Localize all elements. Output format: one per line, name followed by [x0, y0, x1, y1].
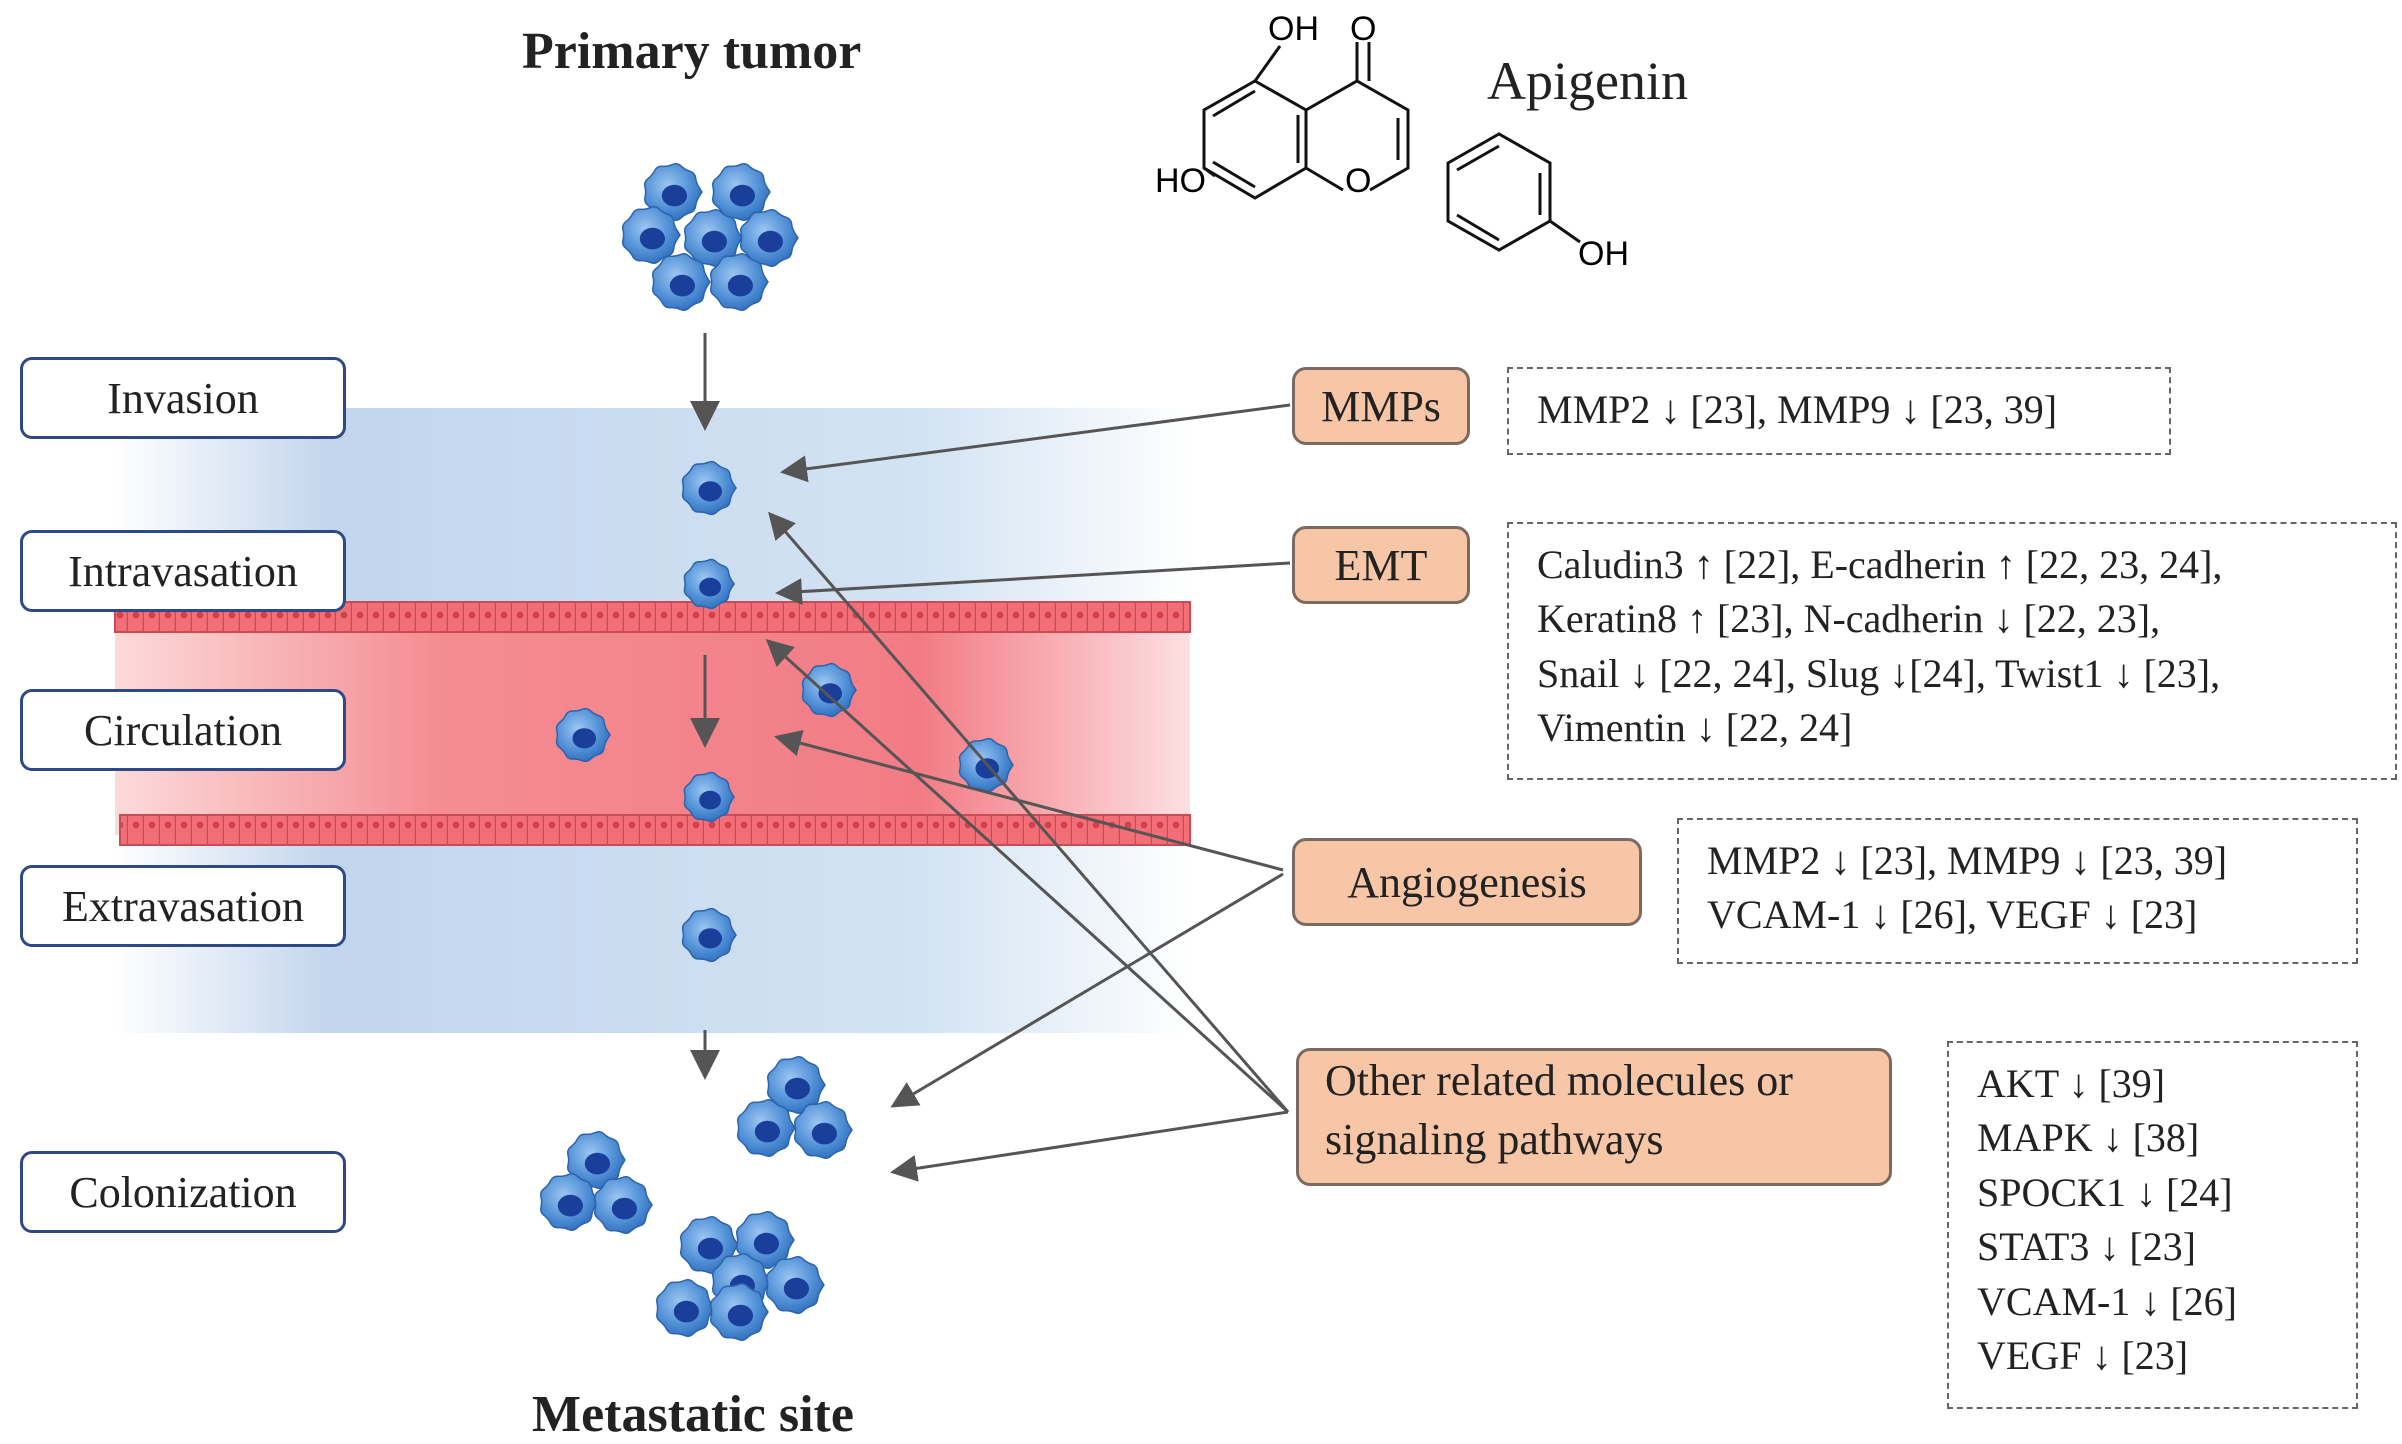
- emt-arrow: [775, 561, 1291, 606]
- tumor-cell: [709, 1283, 769, 1341]
- tumor-cell: [765, 1256, 825, 1314]
- chem-o-top: O: [1350, 10, 1376, 48]
- detail-line: STAT3 ↓ [23]: [1977, 1224, 2197, 1270]
- tumor-cell: [681, 460, 737, 516]
- stage-intravasation: Intravasation: [20, 530, 346, 612]
- detail-line: Keratin8 ↑ [23], N-cadherin ↓ [22, 23],: [1537, 596, 2161, 642]
- tumor-cell: [539, 1173, 599, 1231]
- stage-colonization: Colonization: [20, 1151, 346, 1233]
- chem-oh-right: OH: [1578, 235, 1629, 273]
- detail-line: VEGF ↓ [23]: [1977, 1332, 2189, 1378]
- angiogenesis-details: MMP2 ↓ [23], MMP9 ↓ [23, 39] VCAM-1 ↓ [2…: [1677, 818, 2358, 964]
- tumor-cell: [683, 771, 735, 823]
- other-arrow: [765, 638, 1290, 1114]
- other-details: AKT ↓ [39] MAPK ↓ [38] SPOCK1 ↓ [24] STA…: [1947, 1041, 2358, 1409]
- tumor-cell: [643, 163, 703, 221]
- apigenin-label: Apigenin: [1487, 51, 1688, 111]
- category-angiogenesis: Angiogenesis: [1292, 838, 1642, 926]
- primary-tumor-title: Primary tumor: [522, 23, 862, 80]
- tumor-cell: [681, 907, 737, 963]
- tumor-cell: [566, 1131, 626, 1189]
- tumor-cell: [735, 1211, 795, 1269]
- vessel-wall-bottom: [119, 814, 1191, 846]
- other-arrow: [890, 1110, 1289, 1182]
- stage-circulation: Circulation: [20, 689, 346, 771]
- stage-extravasation: Extravasation: [20, 865, 346, 947]
- tumor-cell: [593, 1176, 653, 1234]
- emt-details: Caludin3 ↑ [22], E-cadherin ↑ [22, 23, 2…: [1507, 522, 2397, 780]
- tumor-cell: [655, 1279, 715, 1337]
- category-emt: EMT: [1292, 526, 1470, 604]
- detail-line: MAPK ↓ [38]: [1977, 1115, 2200, 1161]
- tumor-cell: [736, 1099, 796, 1157]
- mmps-details: MMP2 ↓ [23], MMP9 ↓ [23, 39]: [1507, 367, 2171, 455]
- tumor-cell: [739, 209, 799, 267]
- angiogenesis-arrow: [890, 872, 1284, 1108]
- detail-line: AKT ↓ [39]: [1977, 1061, 2166, 1106]
- tumor-cell: [801, 662, 857, 718]
- tumor-cell: [766, 1056, 826, 1114]
- tumor-cell: [709, 253, 769, 311]
- detail-line: VCAM-1 ↓ [26], VEGF ↓ [23]: [1707, 892, 2198, 938]
- apigenin-structure-icon: [1202, 42, 1581, 252]
- other-arrow: [768, 511, 1290, 1113]
- tumor-cell: [555, 707, 611, 763]
- category-mmps: MMPs: [1292, 367, 1470, 445]
- detail-line: Vimentin ↓ [22, 24]: [1537, 705, 1853, 751]
- angiogenesis-arrow: [774, 730, 1284, 872]
- detail-line: MMP2 ↓ [23], MMP9 ↓ [23, 39]: [1537, 387, 2058, 432]
- tumor-cell: [793, 1101, 853, 1159]
- tumor-cell: [621, 206, 681, 264]
- detail-line: Snail ↓ [22, 24], Slug ↓[24], Twist1 ↓ […: [1537, 650, 2221, 696]
- category-other-line: signaling pathways: [1325, 1115, 1664, 1165]
- tumor-cell: [651, 253, 711, 311]
- metastatic-site-title: Metastatic site: [532, 1386, 854, 1443]
- tumor-cells: [539, 163, 1014, 1341]
- category-other: Other related molecules or signaling pat…: [1296, 1048, 1892, 1186]
- detail-line: Caludin3 ↑ [22], E-cadherin ↑ [22, 23, 2…: [1537, 542, 2223, 587]
- detail-line: MMP2 ↓ [23], MMP9 ↓ [23, 39]: [1707, 838, 2228, 883]
- chem-o-ring: O: [1345, 162, 1371, 200]
- chem-ho-left: HO: [1155, 162, 1206, 200]
- tumor-cell: [683, 558, 735, 610]
- tumor-cell: [711, 163, 771, 221]
- detail-line: SPOCK1 ↓ [24]: [1977, 1169, 2233, 1215]
- stage-invasion: Invasion: [20, 357, 346, 439]
- chem-oh-top: OH: [1268, 10, 1319, 48]
- detail-line: VCAM-1 ↓ [26]: [1977, 1278, 2237, 1324]
- category-other-line: Other related molecules or: [1325, 1056, 1793, 1105]
- mmps-arrow: [780, 403, 1291, 483]
